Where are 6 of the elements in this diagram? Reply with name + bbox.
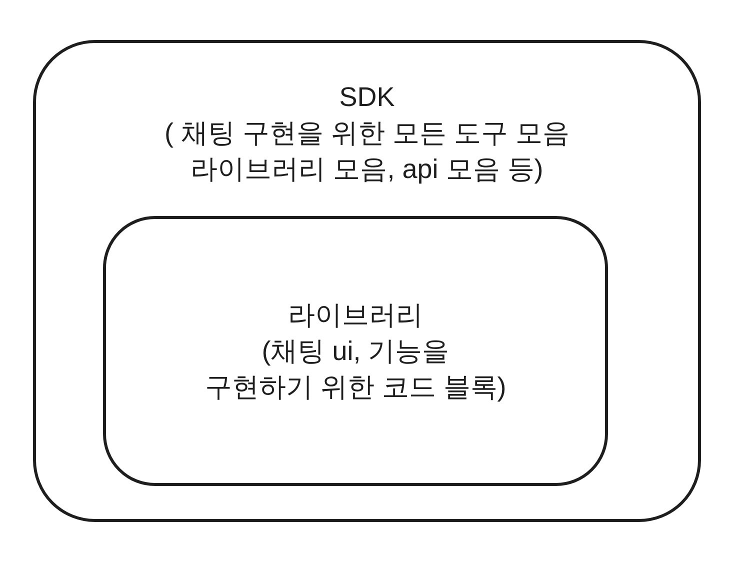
box-heading: SDK — [339, 81, 395, 114]
box-description: ( 채팅 구현을 위한 모든 도구 모음 라이브러리 모음, api 모음 등) — [164, 117, 570, 186]
box-heading: 라이브러리 — [288, 299, 423, 332]
box-description: (채팅 ui, 기능을 구현하기 위한 코드 블록) — [204, 335, 506, 404]
outer-rounded-box — [33, 40, 701, 522]
inner-rounded-box — [103, 216, 608, 486]
